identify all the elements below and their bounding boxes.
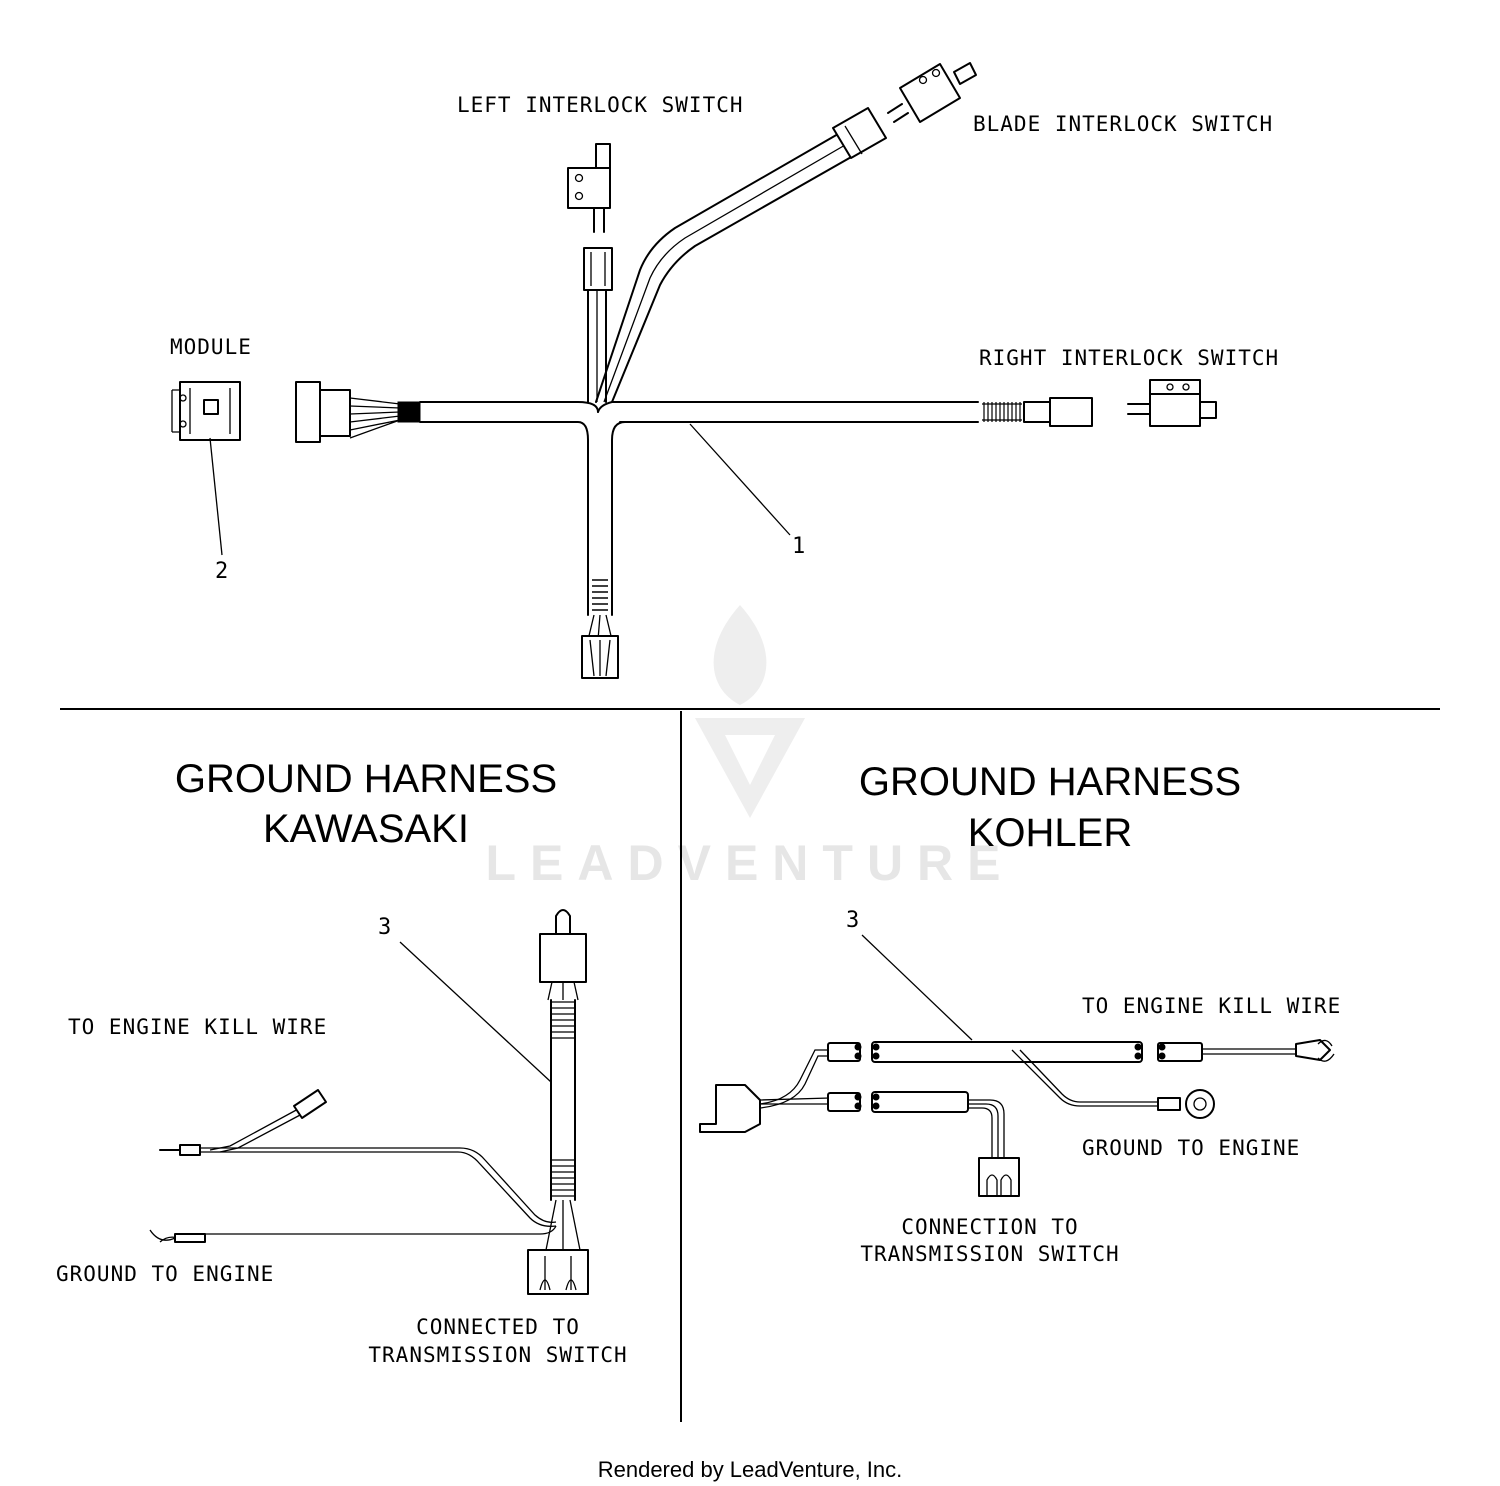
left-interlock-switch [567, 143, 611, 233]
kohler-title-line1: GROUND HARNESS [859, 760, 1241, 804]
flame-icon [713, 605, 767, 705]
blade-interlock-switch [887, 62, 977, 123]
watermark-text: LEADVENTURE [485, 835, 1014, 891]
kohler-connection-line1: CONNECTION TO [901, 1215, 1078, 1239]
kawasaki-connected-line1: CONNECTED TO [416, 1315, 580, 1339]
kawasaki-ground-label: GROUND TO ENGINE [56, 1262, 274, 1286]
kawasaki-kill-wire-label: TO ENGINE KILL WIRE [68, 1015, 327, 1039]
blade-interlock-label: BLADE INTERLOCK SWITCH [973, 112, 1273, 136]
kawasaki-title-line2: KAWASAKI [263, 807, 469, 851]
right-interlock-switch [1127, 379, 1217, 427]
watermark: LEADVENTURE [485, 605, 1014, 891]
module [171, 381, 241, 441]
module-label: MODULE [170, 335, 252, 359]
kawasaki-top-connector [539, 909, 587, 1001]
kawasaki-callout-3: 3 [378, 915, 391, 940]
kawasaki-panel: GROUND HARNESS KAWASAKI 3 TO ENGI [56, 757, 627, 1367]
callout-1: 1 [792, 534, 805, 559]
kohler-kill-wire-label: TO ENGINE KILL WIRE [1082, 994, 1341, 1018]
kohler-bracket-connector [699, 1084, 761, 1133]
v-logo-icon [695, 718, 805, 818]
main-harness [295, 107, 1093, 679]
kohler-transmission-connector [978, 1157, 1020, 1197]
kohler-connection-line2: TRANSMISSION SWITCH [860, 1242, 1119, 1266]
kohler-panel: GROUND HARNESS KOHLER [699, 760, 1341, 1266]
callout-2: 2 [215, 559, 228, 584]
footer-credit: Rendered by LeadVenture, Inc. [598, 1457, 903, 1482]
leader-1 [689, 423, 791, 536]
leader-2 [209, 437, 223, 556]
right-interlock-label: RIGHT INTERLOCK SWITCH [979, 346, 1279, 370]
kawasaki-bottom-connector [527, 1249, 589, 1295]
kohler-ground-label: GROUND TO ENGINE [1082, 1136, 1300, 1160]
kohler-title-line2: KOHLER [968, 811, 1133, 855]
kohler-callout-3: 3 [846, 908, 859, 933]
kawasaki-connected-line2: TRANSMISSION SWITCH [368, 1343, 627, 1367]
kawasaki-title-line1: GROUND HARNESS [175, 757, 557, 801]
left-interlock-label: LEFT INTERLOCK SWITCH [457, 93, 744, 117]
